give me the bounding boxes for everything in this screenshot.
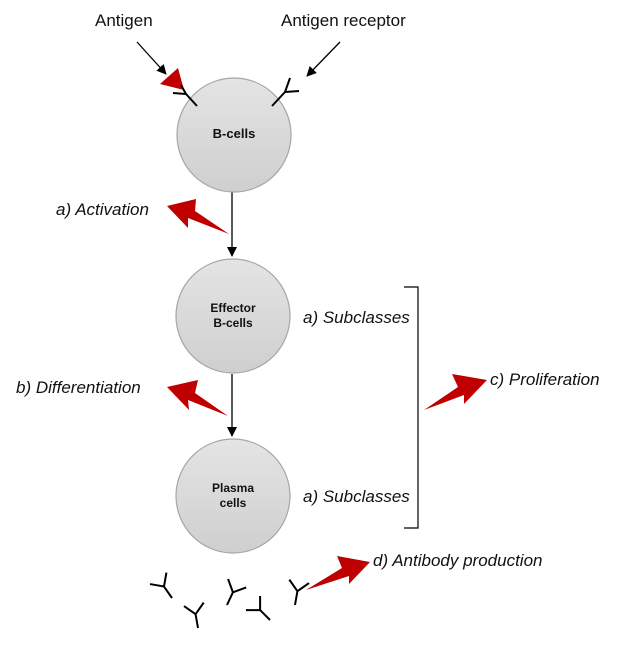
subclasses-bottom-label: a) Subclasses (303, 487, 410, 506)
left-receptor-icon (172, 84, 198, 107)
b-cells-text: B-cells (212, 126, 256, 141)
plasma-cell-circle (175, 438, 291, 554)
antibody-production-lightning-icon (306, 556, 370, 590)
effector-line2: B-cells (213, 316, 253, 330)
proliferation-bracket (404, 286, 419, 529)
antibody-icon (182, 601, 209, 631)
receptor-pointer-arrow (306, 41, 341, 77)
b-cells-label: B-cells (184, 126, 284, 141)
effector-line1: Effector (210, 301, 256, 315)
antibody-production-label: d) Antibody production (373, 551, 543, 570)
plasma-cells-label: Plasma cells (183, 481, 283, 511)
antigen-label: Antigen (95, 11, 153, 30)
antigen-icon (160, 68, 184, 90)
antibody-icon (149, 571, 182, 605)
antibody-icon (284, 578, 311, 608)
effector-b-cells-label: Effector B-cells (183, 301, 283, 331)
effector-b-cell-circle (175, 258, 291, 374)
antibody-icon (216, 578, 248, 611)
differentiation-lightning-icon (167, 380, 228, 416)
plasma-line1: Plasma (211, 481, 255, 495)
proliferation-lightning-icon (424, 374, 487, 410)
differentiation-label: b) Differentiation (16, 378, 141, 397)
proliferation-label: c) Proliferation (490, 370, 600, 389)
plasma-line2: cells (219, 496, 247, 510)
antigen-receptor-label: Antigen receptor (281, 11, 406, 30)
subclasses-top-label: a) Subclasses (303, 308, 410, 327)
right-receptor-icon (271, 77, 300, 107)
b-cell-circle (176, 77, 292, 193)
antigen-pointer-arrow (136, 41, 167, 75)
antibody-icon (244, 594, 279, 629)
activation-label: a) Activation (56, 200, 149, 219)
activation-lightning-icon (167, 199, 229, 234)
